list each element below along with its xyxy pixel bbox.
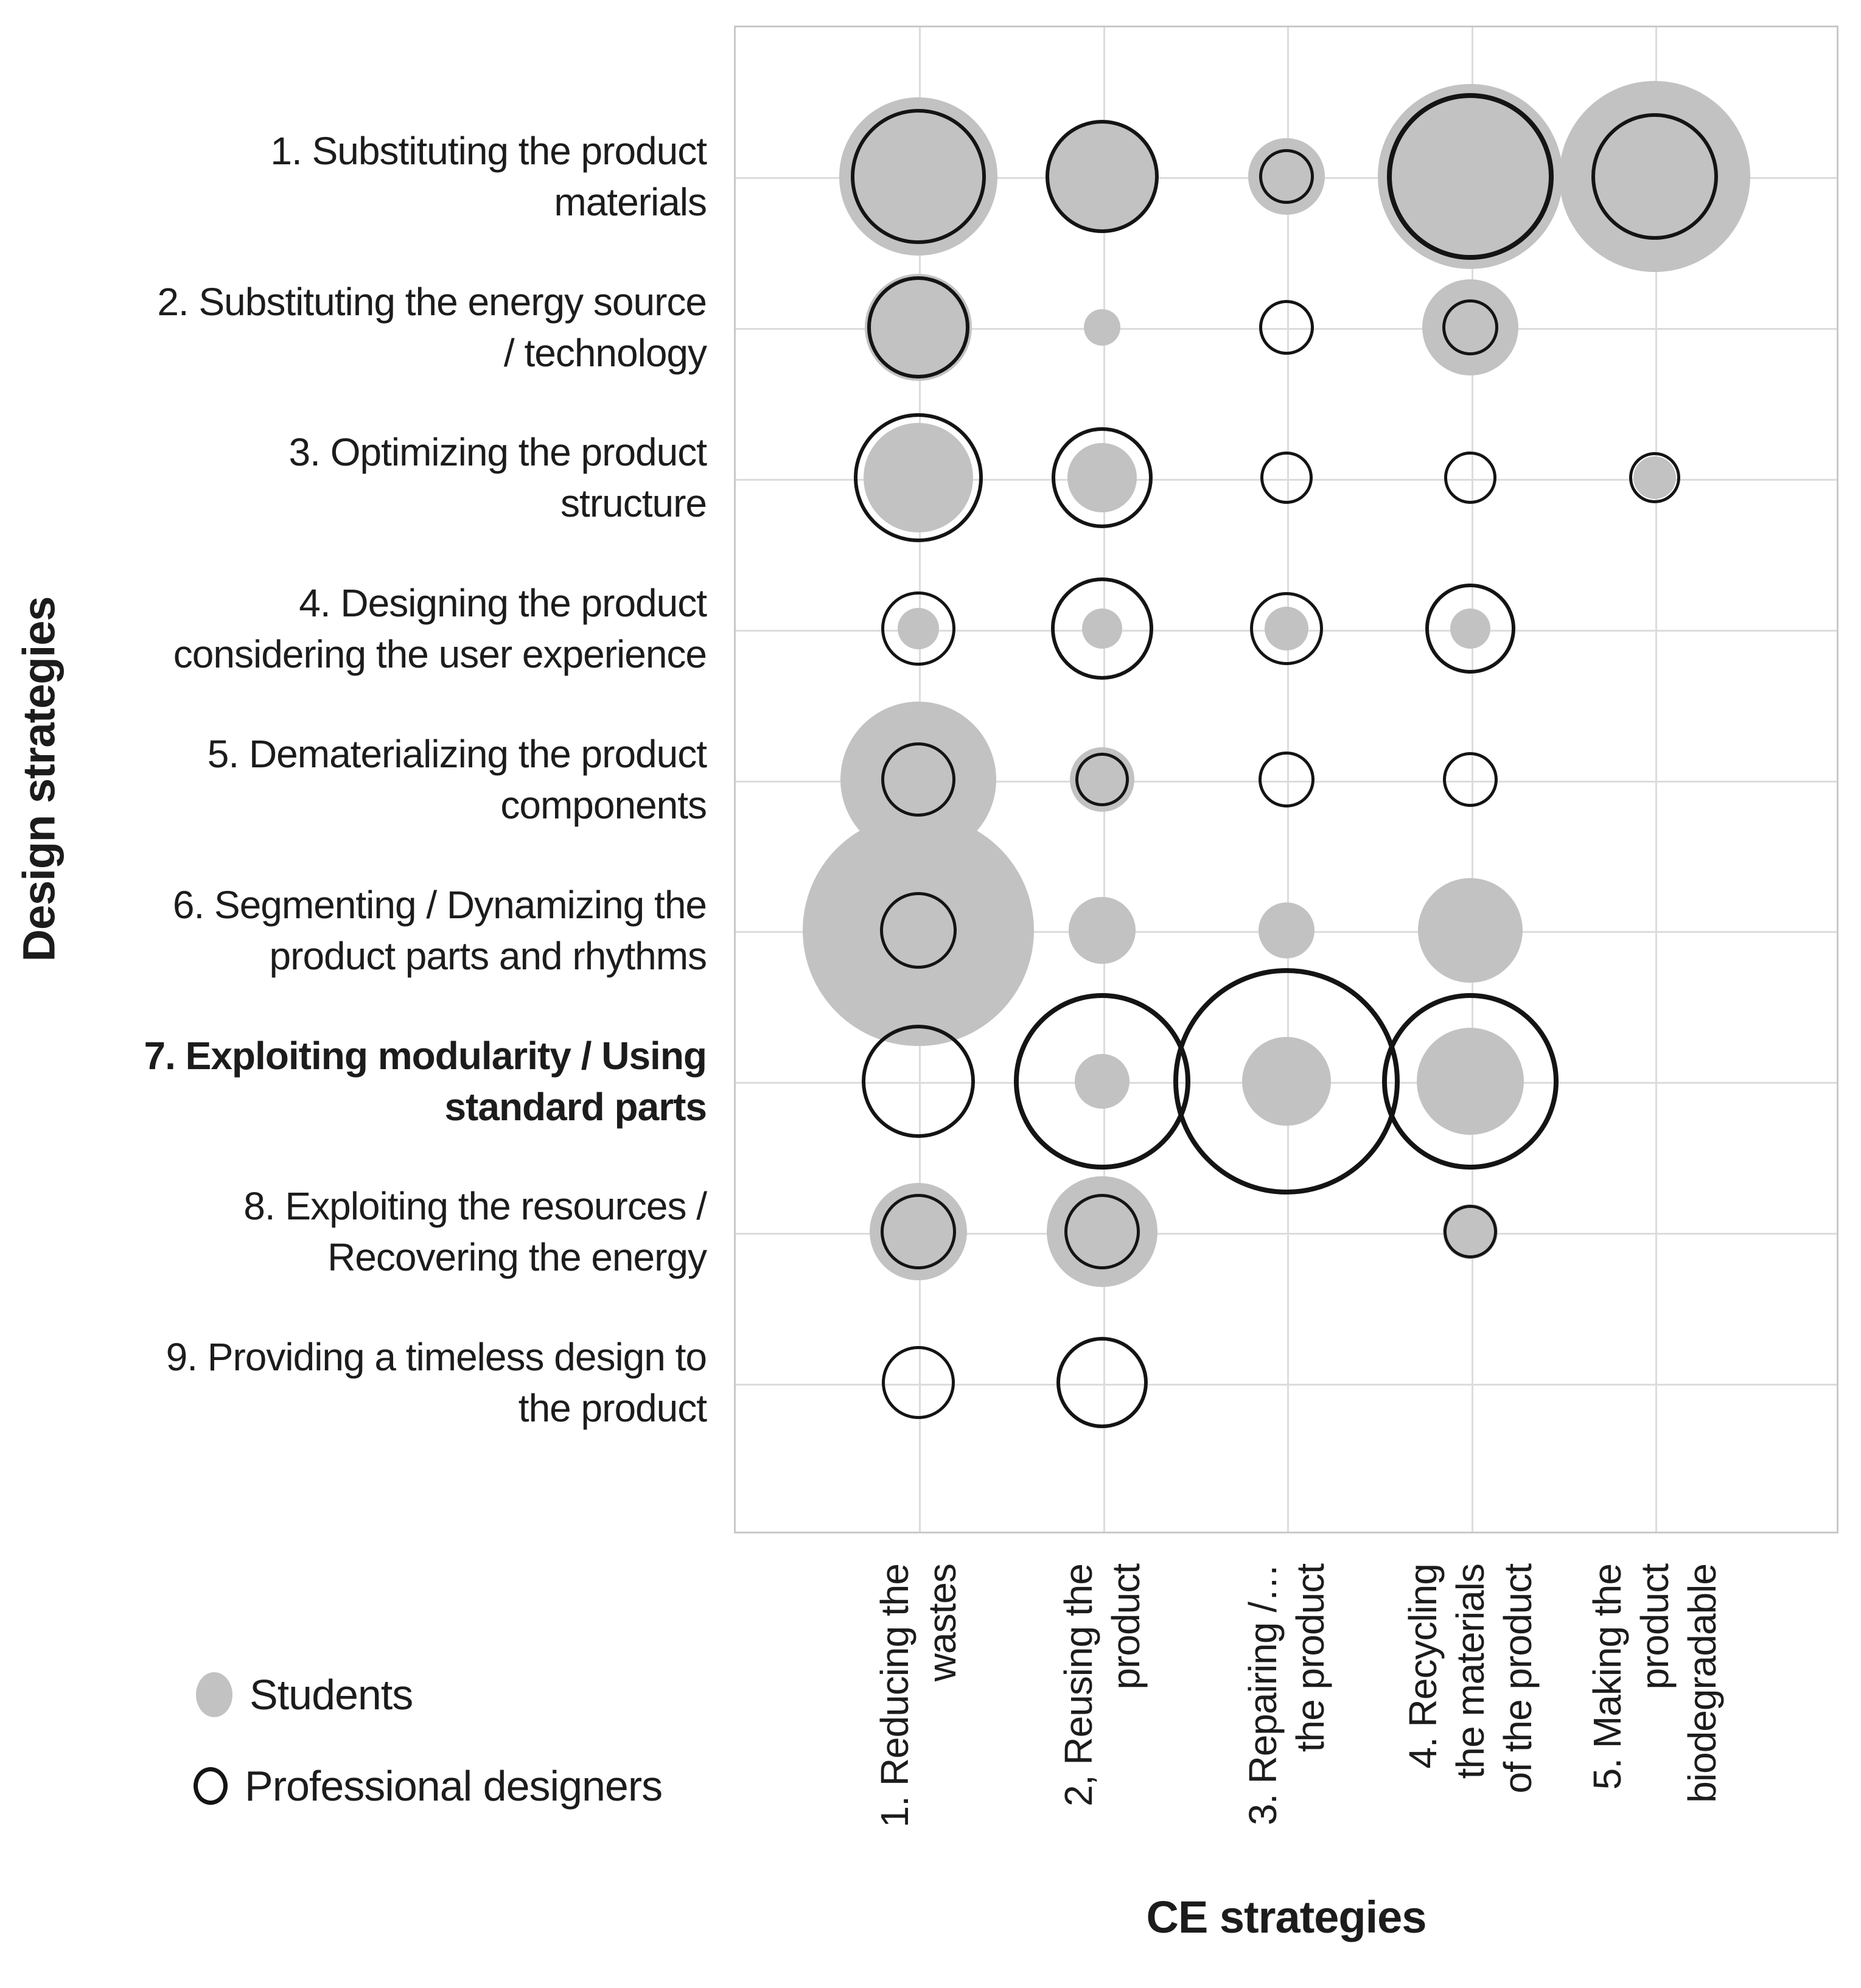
- y-category-label-3: 3. Optimizing the product structure: [288, 430, 707, 526]
- gridline-vertical: [1471, 27, 1473, 1532]
- y-axis-title: Design strategies: [13, 596, 65, 961]
- x-category-label-3: 3. Repairing /… the product: [1240, 1564, 1332, 1826]
- x-category-label-container-5: 5. Making the product biodegradable: [1496, 1552, 1813, 1892]
- y-category-label-8: 8. Exploiting the resources / Recovering…: [243, 1184, 707, 1280]
- y-category-label-6: 6. Segmenting / Dynamizing the product p…: [172, 882, 707, 978]
- y-category-label-4: 4. Designing the product considering the…: [173, 581, 707, 677]
- legend-item-professional-designers: Professional designers: [194, 1760, 663, 1812]
- gridline-vertical: [1655, 27, 1657, 1532]
- x-category-label-5: 5. Making the product biodegradable: [1585, 1564, 1724, 1803]
- x-category-label-2: 2, Reusing the product: [1056, 1564, 1148, 1807]
- gridline-horizontal: [736, 1383, 1837, 1386]
- gridline-horizontal: [736, 1082, 1837, 1084]
- gridline-horizontal: [736, 328, 1837, 330]
- legend-label-professional-designers: Professional designers: [245, 1762, 663, 1810]
- y-category-label-5: 5. Dematerializing the product component…: [207, 732, 707, 827]
- x-category-label-container-4: 4. Recycling the materials of the produc…: [1312, 1552, 1629, 1892]
- y-category-label-9: 9. Providing a timeless design to the pr…: [166, 1335, 707, 1431]
- gridline-horizontal: [736, 478, 1837, 481]
- gridline-horizontal: [736, 1232, 1837, 1235]
- y-category-label-1: 1. Substituting the product materials: [270, 128, 707, 224]
- x-axis-title: CE strategies: [1146, 1892, 1427, 1942]
- gridline-vertical: [1287, 27, 1289, 1532]
- plot-area: [734, 26, 1838, 1533]
- gridline-vertical: [919, 27, 921, 1532]
- students-filled-circle-icon: [196, 1672, 232, 1717]
- gridline-horizontal: [736, 931, 1837, 933]
- x-category-label-container-1: 1. Reducing the wastes: [760, 1552, 1077, 1892]
- legend-item-students: Students: [196, 1669, 413, 1721]
- legend-label-students: Students: [250, 1671, 413, 1718]
- gridline-horizontal: [736, 177, 1837, 180]
- y-axis-title-container: Design strategies: [9, 535, 69, 1022]
- gridline-vertical: [1103, 27, 1105, 1532]
- x-category-label-4: 4. Recycling the materials of the produc…: [1401, 1564, 1540, 1794]
- gridline-horizontal: [736, 629, 1837, 632]
- professional-designers-open-circle-icon: [194, 1767, 228, 1805]
- x-category-label-container-2: 2, Reusing the product: [944, 1552, 1260, 1892]
- x-category-label-1: 1. Reducing the wastes: [872, 1564, 964, 1828]
- y-category-label-7: 7. Exploiting modularity / Using standar…: [144, 1033, 707, 1129]
- y-category-label-2: 2. Substituting the energy source / tech…: [157, 279, 707, 375]
- x-category-label-container-3: 3. Repairing /… the product: [1128, 1552, 1445, 1892]
- gridline-horizontal: [736, 780, 1837, 783]
